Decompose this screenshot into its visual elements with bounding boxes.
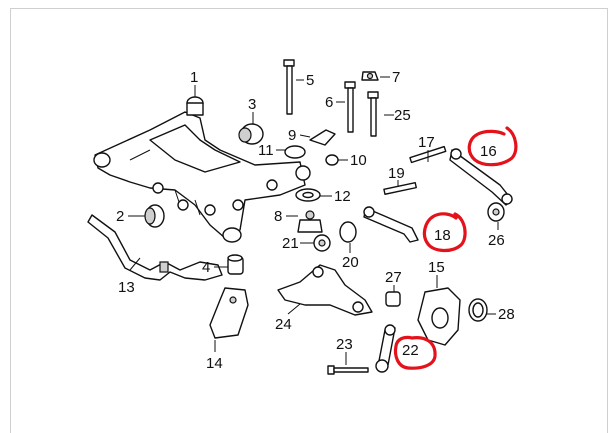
part-label-23: 23 — [336, 336, 353, 353]
part-label-27: 27 — [385, 269, 402, 286]
bushing-4-drawing — [227, 254, 244, 275]
part-labels: 1 2 3 4 5 6 7 8 9 10 11 12 13 14 15 17 1… — [116, 69, 515, 372]
part-label-26: 26 — [488, 232, 505, 249]
bolt-19-drawing — [383, 182, 417, 195]
part-label-24: 24 — [275, 316, 292, 333]
part-label-1: 1 — [190, 69, 198, 86]
part-label-22: 22 — [402, 342, 419, 359]
bushing-2-drawing — [144, 204, 165, 228]
stabilizer-bar-drawing — [87, 214, 223, 281]
bushing-3-drawing — [238, 123, 264, 145]
part-label-17: 17 — [418, 134, 435, 151]
part-label-20: 20 — [342, 254, 359, 271]
mount-8-drawing — [297, 210, 323, 233]
bracket-14-drawing — [209, 287, 249, 339]
part-label-10: 10 — [350, 152, 367, 169]
control-arm-24-drawing — [277, 264, 373, 316]
highlight-circle-18 — [422, 212, 467, 253]
bolt-25-drawing — [367, 91, 379, 137]
washer-12-drawing — [295, 188, 321, 202]
part-label-6: 6 — [325, 94, 333, 111]
control-arm-16-drawing — [449, 148, 513, 206]
part-label-13: 13 — [118, 279, 135, 296]
part-label-8: 8 — [274, 208, 282, 225]
bushing-27-drawing — [385, 291, 401, 307]
part-label-16: 16 — [480, 143, 497, 160]
part-label-14: 14 — [206, 355, 223, 372]
control-arm-18-drawing — [363, 206, 419, 243]
part-label-2: 2 — [116, 208, 124, 225]
bolt-6-drawing — [344, 81, 356, 133]
link-22-drawing — [375, 324, 396, 373]
part-label-19: 19 — [388, 165, 405, 182]
bracket-9-drawing — [309, 129, 336, 146]
highlight-circle-22 — [393, 335, 437, 370]
carrier-15-drawing — [417, 287, 461, 346]
part-label-9: 9 — [288, 127, 296, 144]
part-label-11: 11 — [258, 142, 274, 159]
subframe-drawing — [93, 96, 311, 243]
highlighted-labels: 16 18 22 — [393, 126, 518, 370]
cap-10-drawing — [325, 154, 339, 166]
plate-11-drawing — [284, 145, 306, 159]
nut-7-drawing — [361, 71, 379, 81]
part-label-15: 15 — [428, 259, 445, 276]
leader-lines — [128, 76, 499, 365]
part-label-12: 12 — [334, 188, 351, 205]
part-label-5: 5 — [306, 72, 314, 89]
part-label-28: 28 — [498, 306, 515, 323]
part-label-21: 21 — [282, 235, 299, 252]
part-label-4: 4 — [202, 259, 210, 276]
part-label-18: 18 — [434, 227, 451, 244]
bushing-21-drawing — [313, 234, 331, 252]
bolt-23-drawing — [327, 365, 369, 375]
bushing-26-drawing — [487, 202, 505, 222]
part-label-3: 3 — [248, 96, 256, 113]
ring-28-drawing — [468, 298, 488, 322]
bolt-5-drawing — [283, 59, 295, 115]
part-label-25: 25 — [394, 107, 411, 124]
bushing-20-drawing — [339, 221, 357, 243]
part-label-7: 7 — [392, 69, 400, 86]
highlight-circle-16 — [467, 126, 518, 167]
